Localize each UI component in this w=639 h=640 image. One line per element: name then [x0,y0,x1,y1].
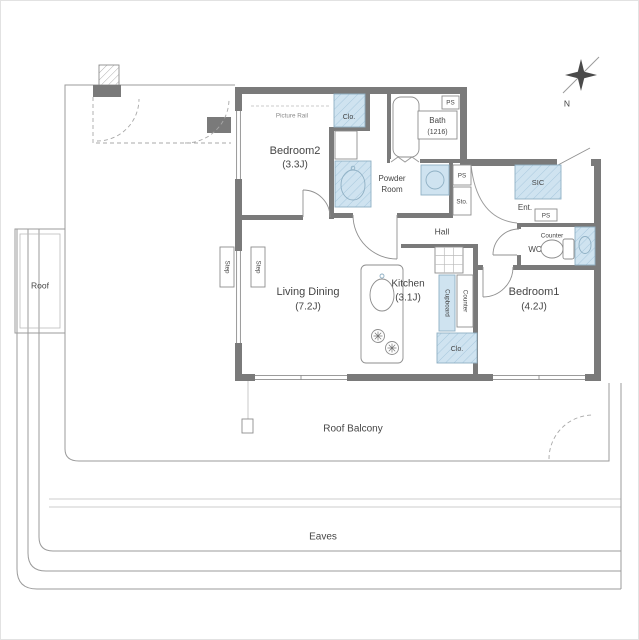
window-bedroom2-left [235,111,242,179]
bedroom2-area-label: (3.3J) [282,160,308,171]
sic-closet: SIC [514,164,562,200]
kitchen-closet: Clo. [436,332,478,364]
bedroom2-closet: Clo. [333,93,366,128]
linen-cabinet [334,130,358,160]
step-outer-label: Step [223,261,230,274]
kitchen-counter-label: Counter [461,290,468,312]
window-living-bottom [255,374,347,381]
cupboard: Cupboard [438,274,456,332]
ps-shaft-bath: PS [441,95,460,110]
corridor-wall-block-left [93,85,121,97]
wc-basin-counter [574,226,596,266]
bedroom1-label: Bedroom1 [509,286,560,298]
living-dining-label: Living Dining [277,286,340,298]
wc-counter-label: Counter [541,233,563,240]
washer-drum-icon [425,170,445,190]
corridor-wall-block-right [207,117,231,133]
wc-door [492,228,521,256]
roof-balcony-label: Roof Balcony [323,424,382,435]
ps-hall-label: PS [458,173,466,180]
hall-label: Hall [435,226,450,236]
bath-label-box: Bath (1216) [417,110,458,140]
entrance-door [557,147,591,166]
kitchen-island [360,264,404,364]
neighbor-door-swing-1 [96,98,140,142]
living-dining-area-label: (7.2J) [295,302,321,313]
eaves-label: Eaves [309,532,337,543]
bath-label: Bath [429,116,445,125]
entrance-label: Ent. [518,203,532,212]
bath-size-label: (1216) [427,129,447,136]
balcony-drain [241,381,254,434]
washbasin-vanity [334,160,372,208]
fixtures-layer: Clo. Picture Rail Bath (1216) [219,93,596,460]
toilet [540,238,575,260]
ps-shaft-wc: PS [534,208,558,222]
windows [235,111,591,381]
balcony-outline [64,84,610,462]
roof-box: Roof [14,228,66,334]
compass-star-icon [565,59,597,91]
kitchen-counter: Counter [456,274,474,328]
storage-box: Sto. [452,186,472,216]
compass: N [562,56,600,108]
bedroom2-label: Bedroom2 [270,145,321,157]
kitchen-label: Kitchen [391,279,424,290]
walls [235,87,601,381]
bedroom2-closet-label: Clo. [343,114,356,121]
wc-label: WC [528,245,542,254]
stove-grid-box [434,246,464,274]
picture-rail: Picture Rail [251,105,329,120]
stove-burners-icon [371,329,399,355]
entrance-step-edge [470,164,518,224]
step-platform-outer: Step [219,246,235,288]
bedroom1-door [482,265,514,298]
sic-label: SIC [532,178,545,187]
cupboard-label: Cupboard [443,289,450,317]
toilet-bowl-icon [540,239,564,259]
powder-room-label-1: Powder [378,174,405,183]
neighbor-door-swing-2 [184,98,230,144]
bedroom1-area-label: (4.2J) [521,302,547,313]
ps-wc-label: PS [542,213,550,220]
doors [302,164,521,298]
powder-room-label-2: Room [381,185,403,194]
roof-label: Roof [31,280,50,290]
powder-room-door [352,214,398,260]
window-living-left [235,251,242,343]
storage-label: Sto. [456,199,467,206]
ps-shaft-hall: PS [452,164,472,186]
bedroom2-door [302,189,331,218]
room-labels: Bedroom2 (3.3J) Living Dining (7.2J) Kit… [270,145,560,313]
picture-rail-label: Picture Rail [276,113,308,120]
ps-bath-label: PS [446,100,454,107]
kitchen-sink-icon [369,278,395,312]
kitchen-closet-label: Clo. [451,346,464,353]
balcony-door-swing [548,414,594,460]
bath-folding-door [390,156,420,163]
compass-north-label: N [564,98,570,108]
step-inner-label: Step [254,261,261,274]
window-bedroom1-bottom [493,374,585,381]
bathtub [392,96,420,158]
exterior-labels: Roof Balcony Eaves [309,424,383,543]
wc-basin-icon [578,236,592,254]
washing-machine [420,164,450,196]
kitchen-area-label: (3.1J) [395,293,421,304]
eaves-lines [16,229,622,590]
step-platform-inner: Step [250,246,266,288]
corridor-structures [92,64,231,144]
